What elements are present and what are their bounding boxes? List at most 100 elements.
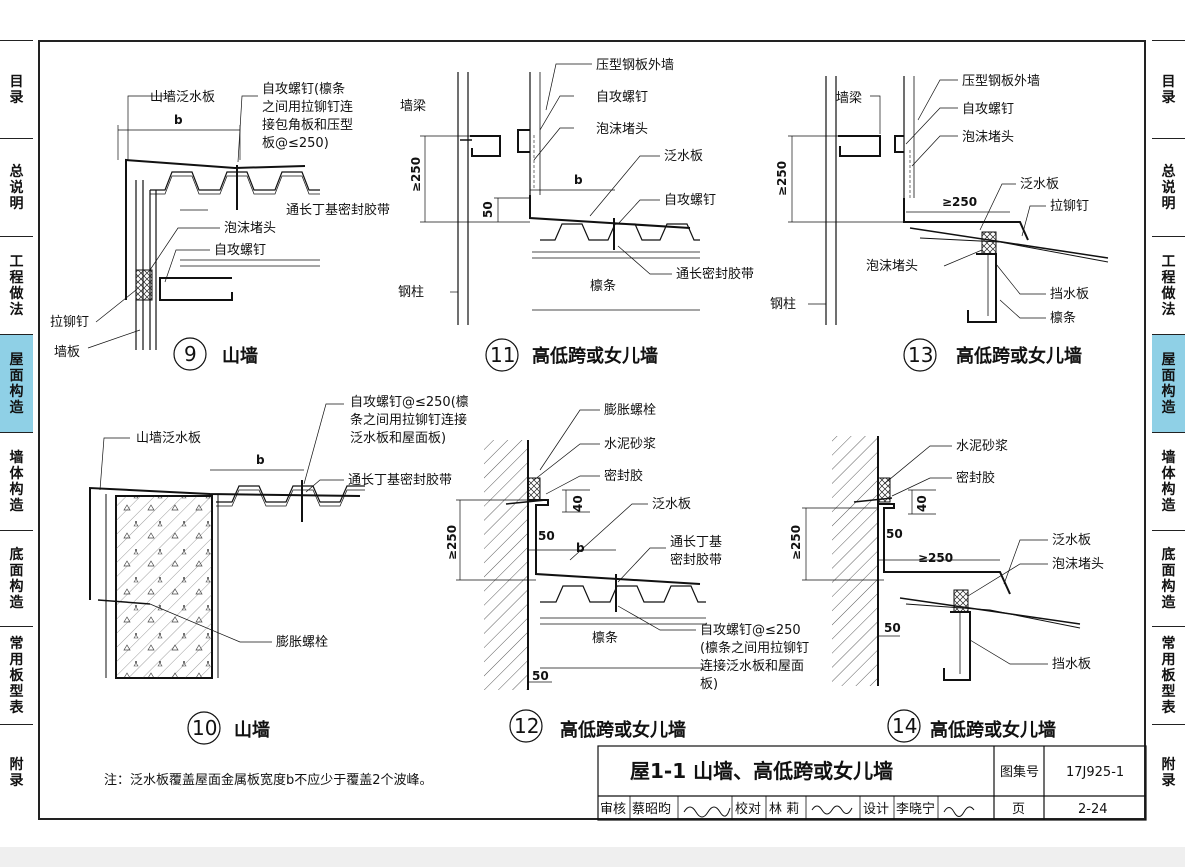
d12-dim-250: ≥250 (445, 525, 459, 560)
d11-dim-b: b (574, 173, 583, 187)
nav-right-tab-3[interactable]: 屋 面 构 造 (1152, 334, 1185, 432)
d10-anchor-label: 膨胀螺栓 (276, 635, 328, 650)
d13-wall-beam-label: 墙梁 (836, 91, 862, 106)
d14-number: 14 (892, 714, 917, 738)
atlas-label: 图集号 (1000, 764, 1039, 780)
title-block-text: 屋1-1 山墙、高低跨或女儿墙 图集号 17J925-1 页 2-24 审核 蔡… (600, 759, 1124, 817)
d9-wall-panel-label: 墙板 (54, 345, 80, 360)
nav-right-tab-1[interactable]: 总 说 明 (1152, 138, 1185, 236)
nav-left-tab-5[interactable]: 底 面 构 造 (0, 530, 33, 626)
d14-water-stop-label: 挡水板 (1052, 657, 1091, 672)
page-label: 页 (1012, 802, 1025, 817)
d13-dim-250: ≥250 (775, 161, 789, 196)
d13-title: 高低跨或女儿墙 (956, 345, 1082, 367)
d11-dim-250: ≥250 (409, 157, 423, 192)
d10-screw-note-2: 条之间用拉铆钉连接 (350, 412, 467, 428)
d11-dim-50: 50 (481, 201, 495, 218)
d13-dim-250b: ≥250 (942, 195, 977, 209)
nav-left-tab-3[interactable]: 屋 面 构 造 (0, 334, 33, 432)
d9-butyl-tape-label: 通长丁基密封胶带 (286, 202, 390, 218)
d14-title: 高低跨或女儿墙 (930, 719, 1056, 741)
detail-9-labels: 山墙泛水板 自攻螺钉(檩条 之间用拉铆钉连 接包角板和压型 板@≤250) b … (50, 81, 390, 367)
d10-dim-b: b (256, 453, 265, 467)
d9-flashing-label: 山墙泛水板 (150, 90, 215, 105)
nav-left-tab-6[interactable]: 常 用 板 型 表 (0, 626, 33, 724)
d12-note-1: 自攻螺钉@≤250 (700, 623, 801, 638)
d12-note-2: (檩条之间用拉铆钉 (700, 640, 809, 656)
d12-note-3: 连接泛水板和屋面 (700, 658, 804, 674)
detail-10-labels: 山墙泛水板 自攻螺钉@≤250(檩 条之间用拉铆钉连接 泛水板和屋面板) b 通… (136, 395, 469, 741)
d9-screw-note-3: 接包角板和压型 (262, 117, 353, 133)
nav-right-tab-7[interactable]: 附 录 (1152, 724, 1185, 820)
d9-rivet-label: 拉铆钉 (50, 315, 89, 330)
d12-flashing-label: 泛水板 (652, 497, 691, 512)
d12-dim-40: 40 (571, 495, 585, 512)
d9-title: 山墙 (222, 345, 258, 367)
d12-dim-50b: 50 (532, 669, 549, 683)
d9-screw-note-2: 之间用拉铆钉连 (262, 99, 353, 115)
nav-right-tab-5[interactable]: 底 面 构 造 (1152, 530, 1185, 626)
d11-screw-label: 自攻螺钉 (596, 90, 648, 105)
d11-column-label: 钢柱 (398, 285, 424, 300)
detail-9 (87, 95, 320, 371)
d10-flashing-label: 山墙泛水板 (136, 431, 201, 446)
d9-number: 9 (184, 342, 197, 366)
d13-number: 13 (908, 343, 933, 367)
d13-foam2-label: 泡沫堵头 (866, 259, 918, 274)
d11-wall-beam-label: 墙梁 (400, 99, 426, 114)
checker-name: 林 莉 (769, 802, 799, 817)
d11-tape-label: 通长密封胶带 (676, 266, 754, 282)
nav-left-tab-1[interactable]: 总 说 明 (0, 138, 33, 236)
d12-dim-b: b (576, 541, 585, 555)
d12-butyl-1: 通长丁基 (670, 535, 722, 550)
d11-number: 11 (490, 343, 515, 367)
d14-dim-50b: 50 (884, 621, 901, 635)
d11-flashing-label: 泛水板 (664, 149, 703, 164)
d13-outer-wall-label: 压型钢板外墙 (962, 74, 1040, 89)
d14-dim-250b: ≥250 (918, 551, 953, 565)
d9-screw-label: 自攻螺钉 (214, 243, 266, 258)
d14-dim-40: 40 (915, 495, 929, 512)
d9-dim-b: b (174, 113, 183, 127)
designer-name: 李晓宁 (896, 801, 935, 817)
design-label: 设计 (863, 802, 889, 817)
detail-11-labels: 压型钢板外墙 自攻螺钉 泡沫堵头 墙梁 泛水板 ≥250 b 自攻螺钉 50 檩… (398, 58, 754, 367)
d12-note-4: 板) (700, 677, 718, 692)
d11-foam-label: 泡沫堵头 (596, 122, 648, 137)
review-label: 审核 (600, 802, 626, 817)
nav-right-tab-0[interactable]: 目 录 (1152, 40, 1185, 138)
d11-title: 高低跨或女儿墙 (532, 345, 658, 367)
d13-flashing-label: 泛水板 (1020, 177, 1059, 192)
d14-dim-50a: 50 (886, 527, 903, 541)
page-bottom-strip (0, 847, 1185, 867)
nav-right-tab-2[interactable]: 工 程 做 法 (1152, 236, 1185, 334)
page-number: 2-24 (1078, 802, 1108, 817)
d12-number: 12 (514, 714, 539, 738)
nav-right-tab-4[interactable]: 墙 体 构 造 (1152, 432, 1185, 530)
d10-screw-note-3: 泛水板和屋面板) (350, 431, 446, 446)
drawing-title: 屋1-1 山墙、高低跨或女儿墙 (630, 759, 893, 783)
d12-mortar-label: 水泥砂浆 (604, 437, 656, 452)
d13-column-label: 钢柱 (770, 297, 796, 312)
d14-dim-250: ≥250 (789, 525, 803, 560)
d12-butyl-2: 密封胶带 (670, 552, 722, 568)
nav-left-tab-0[interactable]: 目 录 (0, 40, 33, 138)
detail-14 (802, 436, 1081, 743)
nav-right-tab-6[interactable]: 常 用 板 型 表 (1152, 626, 1185, 724)
check-label: 校对 (735, 801, 761, 817)
d12-sealant-label: 密封胶 (604, 468, 643, 484)
d12-anchor-label: 膨胀螺栓 (604, 403, 656, 418)
d11-purlin-label: 檩条 (590, 278, 616, 294)
nav-left-tab-2[interactable]: 工 程 做 法 (0, 236, 33, 334)
nav-left-tab-4[interactable]: 墙 体 构 造 (0, 432, 33, 530)
detail-12 (456, 409, 706, 743)
d11-screw2-label: 自攻螺钉 (664, 193, 716, 208)
d13-rivet-label: 拉铆钉 (1050, 199, 1089, 214)
detail-13-labels: 压型钢板外墙 墙梁 自攻螺钉 泡沫堵头 ≥250 泛水板 ≥250 拉铆钉 泡沫… (770, 74, 1089, 367)
footnote: 注：泛水板覆盖屋面金属板宽度b不应少于覆盖2个波峰。 (104, 772, 433, 788)
d13-foam-label: 泡沫堵头 (962, 130, 1014, 145)
nav-left-tab-7[interactable]: 附 录 (0, 724, 33, 820)
d9-screw-note-4: 板@≤250) (262, 136, 329, 151)
d14-flashing-label: 泛水板 (1052, 533, 1091, 548)
